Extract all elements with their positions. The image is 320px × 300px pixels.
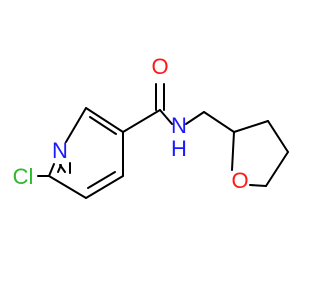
bond-n-c2 — [65, 107, 87, 143]
bond-thf-o-c2 — [231, 131, 235, 171]
bond-thf-c2-c3 — [233, 120, 269, 133]
bond-c7-namide — [159, 109, 173, 125]
structure-diagram: Cl N O N H O — [13, 54, 289, 199]
bond-c5-c6 — [48, 175, 87, 199]
bond-c6-nring — [48, 163, 55, 177]
atom-h-amide-label: H — [171, 136, 187, 161]
atom-n-amide-label: N — [171, 113, 187, 138]
bond-namide-ch2 — [185, 111, 205, 125]
atom-o-carbonyl-label: O — [151, 54, 168, 79]
bond-c2-c3 — [85, 107, 124, 133]
bond-thf-c3-c4 — [267, 120, 289, 153]
bond-c4-c5-double — [87, 171, 116, 189]
atom-n-ring-label: N — [52, 138, 68, 163]
thf-ring — [231, 120, 289, 187]
pyridine-skeleton — [48, 107, 124, 199]
bond-ch2-c2thf — [203, 111, 235, 133]
atom-cl-label: Cl — [13, 164, 34, 189]
bond-c6-nring-double — [57, 164, 62, 173]
molecule-canvas: Cl N O N H O — [13, 54, 289, 199]
bond-thf-c5-o — [249, 184, 267, 187]
atom-o-ring-label: O — [231, 168, 248, 193]
bond-c2-c3-double — [89, 116, 117, 135]
bond-c4-c5 — [85, 175, 124, 199]
bond-thf-c4-c5 — [265, 151, 289, 187]
bond-c3-c7 — [122, 109, 161, 133]
